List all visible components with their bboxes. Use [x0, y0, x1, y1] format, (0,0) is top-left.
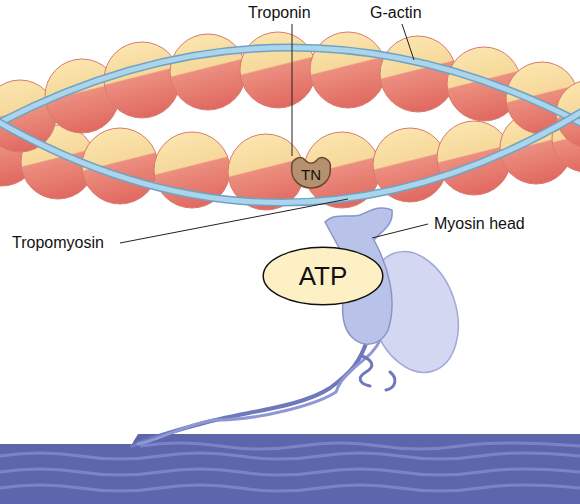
thick-filament [0, 434, 580, 504]
troponin-complex: TN [289, 153, 333, 189]
part-label: Tropomyosin [12, 233, 104, 252]
part-label: G-actin [370, 3, 422, 22]
ellipse-outline [263, 247, 383, 305]
myosin-neck [132, 338, 395, 446]
leader-line [120, 24, 428, 243]
g-actin-top-row [0, 32, 580, 152]
part-label: Troponin [248, 3, 311, 22]
blob-outline [292, 158, 331, 188]
node-text: TN [301, 167, 321, 184]
tropomyosin-strand [0, 48, 580, 203]
node-text: ATP [299, 262, 348, 291]
part-label: Myosin head [434, 214, 525, 233]
atp-ellipse: ATP [262, 246, 384, 306]
